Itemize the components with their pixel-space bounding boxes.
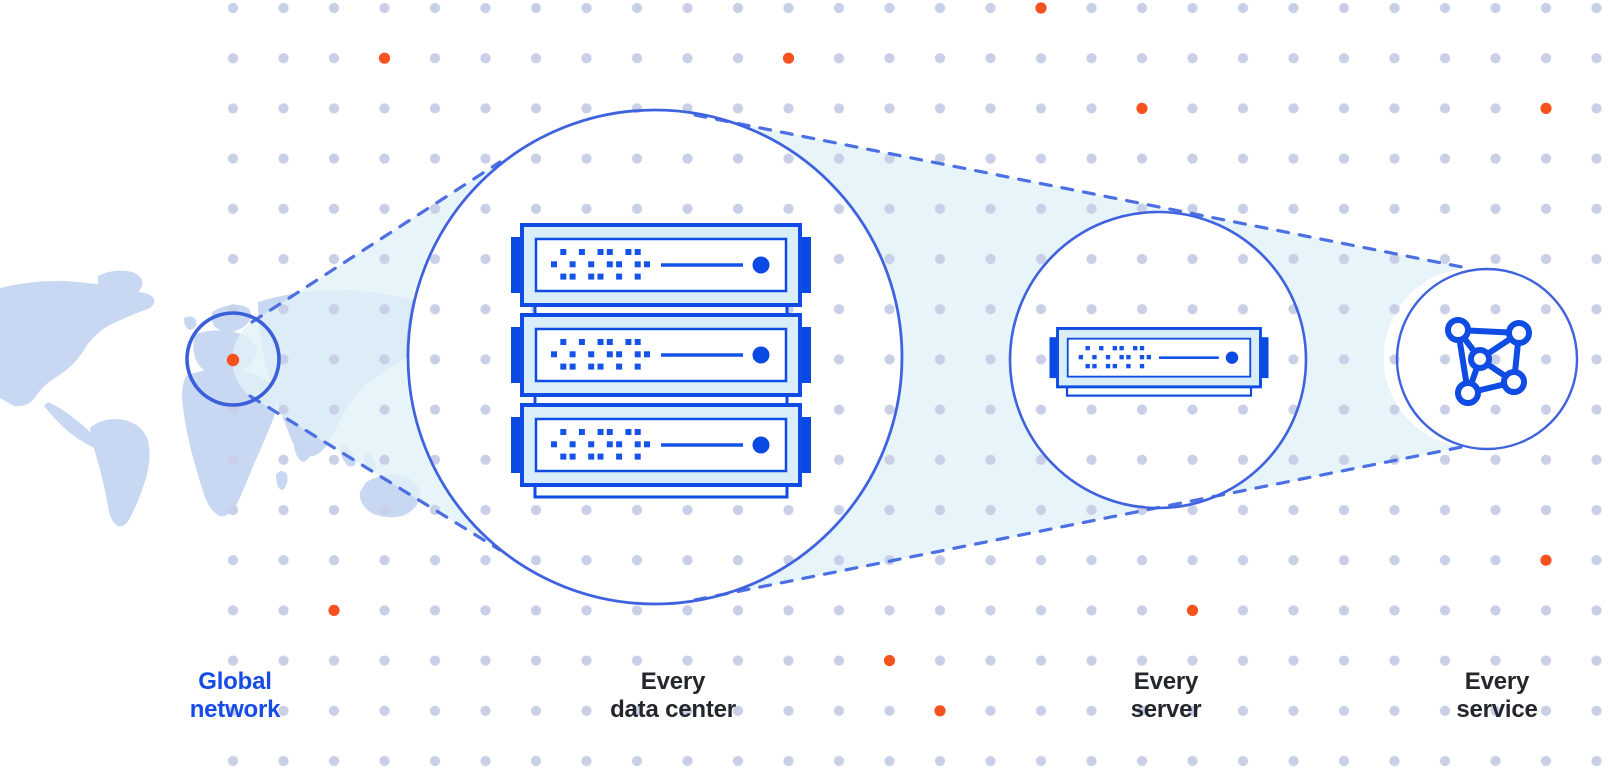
map-location-marker-dot bbox=[226, 353, 240, 367]
caption-every-service: Every service bbox=[1367, 668, 1620, 724]
caption-line: service bbox=[1456, 696, 1538, 723]
accent-dot bbox=[1540, 554, 1552, 566]
caption-line: network bbox=[189, 696, 281, 723]
server-rack-icon bbox=[509, 223, 813, 499]
service-circle bbox=[1395, 267, 1579, 451]
accent-dot bbox=[1540, 102, 1552, 114]
server-icon bbox=[1048, 326, 1270, 398]
dot-grid bbox=[210, 0, 1620, 782]
accent-dot bbox=[378, 52, 391, 64]
caption-line: Every bbox=[1133, 668, 1199, 695]
accent-dot bbox=[1186, 604, 1199, 617]
caption-line: data center bbox=[610, 696, 736, 723]
server-circle bbox=[1008, 210, 1308, 510]
caption-line: server bbox=[1130, 696, 1202, 723]
accent-dot bbox=[883, 655, 896, 667]
caption-every-data-center: Every data center bbox=[543, 668, 803, 724]
accent-dot bbox=[782, 52, 795, 64]
caption-line: Every bbox=[1464, 668, 1530, 695]
datacenter-circle bbox=[406, 108, 904, 606]
zoom-dashed-lines bbox=[248, 113, 1469, 602]
accent-dot bbox=[328, 604, 340, 617]
caption-every-server: Every server bbox=[1036, 668, 1296, 724]
caption-line: Every bbox=[640, 668, 706, 695]
accent-dot bbox=[1136, 102, 1148, 114]
caption-line: Global bbox=[198, 668, 272, 695]
accent-dot bbox=[934, 705, 946, 717]
caption-global-network: Global network bbox=[105, 668, 365, 724]
accent-dot bbox=[1035, 2, 1047, 14]
network-graph-icon bbox=[1445, 317, 1532, 406]
accent-dots bbox=[226, 2, 1552, 717]
map-focus-circle bbox=[185, 311, 281, 407]
